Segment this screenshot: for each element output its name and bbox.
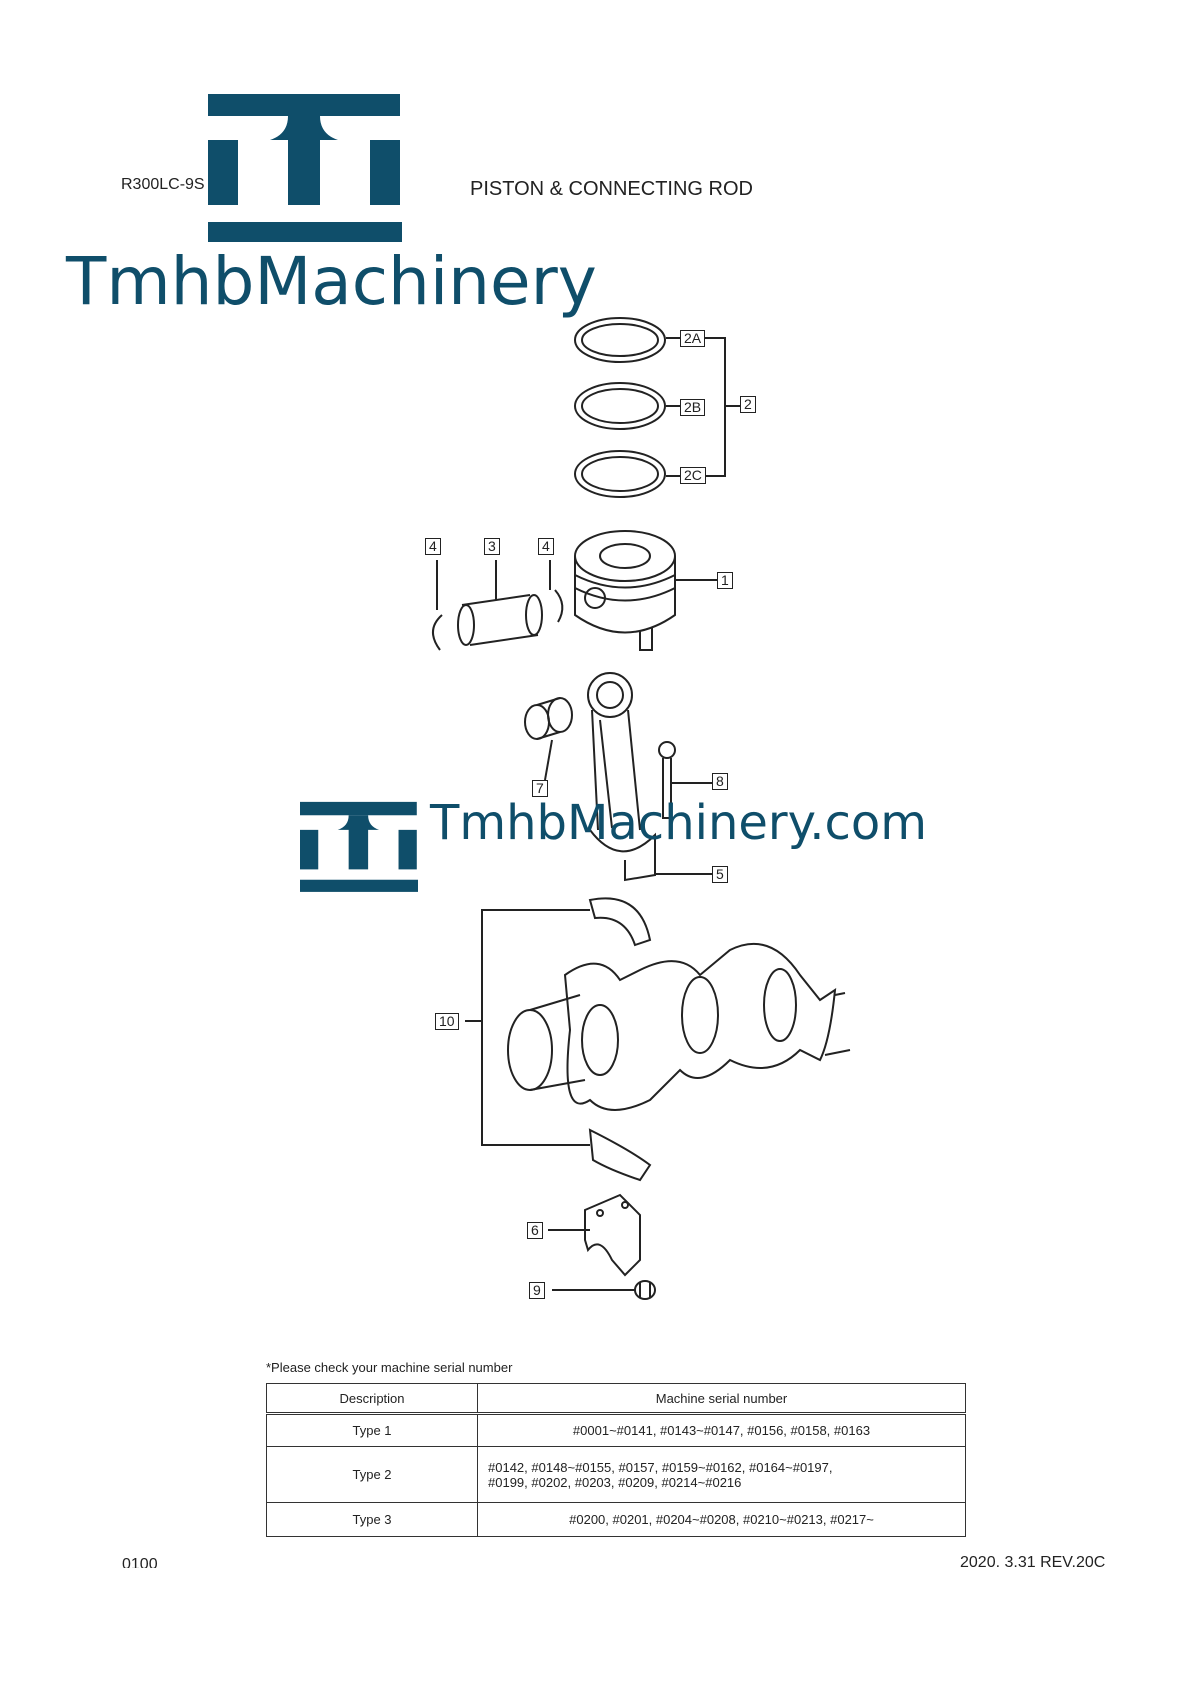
table-header-row: Description Machine serial number	[266, 1383, 966, 1415]
connecting-rod	[587, 672, 656, 882]
callout-2a: 2A	[680, 330, 706, 347]
watermark-logo-icon	[208, 94, 402, 249]
callout-4-left: 4	[425, 538, 441, 555]
exploded-parts-diagram	[432, 317, 851, 1300]
table-row: Type 3 #0200, #0201, #0204~#0208, #0210~…	[266, 1502, 966, 1537]
small-end-bushing	[524, 697, 573, 781]
cap-nut	[552, 1280, 656, 1300]
serial-line: #0199, #0202, #0203, #0209, #0214~#0216	[488, 1474, 742, 1490]
callout-7: 7	[532, 780, 548, 797]
row-description: Type 1	[266, 1413, 478, 1447]
model-number: R300LC-9S	[121, 176, 205, 193]
page-title: PISTON & CONNECTING ROD	[470, 178, 753, 200]
crankshaft	[507, 942, 851, 1111]
callout-2c: 2C	[680, 467, 706, 484]
snap-rings	[432, 560, 564, 651]
callout-8: 8	[712, 773, 728, 790]
header-serial: Machine serial number	[477, 1383, 966, 1415]
serial-note: *Please check your machine serial number	[266, 1360, 513, 1375]
header-description: Description	[266, 1383, 478, 1415]
piston-ring-2a	[574, 317, 666, 363]
piston	[574, 530, 720, 651]
watermark-site-text: TmhbMachinery.com	[430, 795, 927, 851]
table-row: Type 1 #0001~#0141, #0143~#0147, #0156, …	[266, 1413, 966, 1447]
bearing-cap	[548, 1193, 641, 1277]
serial-line: #0142, #0148~#0155, #0157, #0159~#0162, …	[488, 1459, 833, 1475]
revision-date: 2020. 3.31 REV.20C	[960, 1554, 1106, 1571]
callout-2: 2	[740, 396, 756, 413]
callout-4-right: 4	[538, 538, 554, 555]
callout-5: 5	[712, 866, 728, 883]
callout-6: 6	[527, 1222, 543, 1239]
piston-pin	[457, 560, 543, 646]
connecting-rod-bolt	[658, 741, 712, 819]
callout-3: 3	[484, 538, 500, 555]
row-description: Type 2	[266, 1446, 478, 1503]
callout-2b: 2B	[680, 399, 706, 416]
callout-10: 10	[435, 1013, 459, 1030]
callout-9: 9	[529, 1282, 545, 1299]
page-number: 0100	[122, 1556, 158, 1568]
callout-1: 1	[717, 572, 733, 589]
row-serial: #0142, #0148~#0155, #0157, #0159~#0162, …	[477, 1446, 966, 1503]
piston-ring-2c	[574, 450, 666, 498]
watermark-small-logo-icon	[300, 800, 418, 900]
row-serial: #0001~#0141, #0143~#0147, #0156, #0158, …	[477, 1413, 966, 1447]
table-row: Type 2 #0142, #0148~#0155, #0157, #0159~…	[266, 1446, 966, 1503]
watermark-brand-text: TmhbMachinery	[66, 243, 597, 320]
row-description: Type 3	[266, 1502, 478, 1537]
piston-ring-2b	[574, 382, 666, 430]
upper-bearing-shell	[588, 897, 652, 947]
lower-bearing-shell	[588, 1128, 652, 1182]
serial-number-table: Description Machine serial number Type 1…	[266, 1383, 966, 1537]
row-serial: #0200, #0201, #0204~#0208, #0210~#0213, …	[477, 1502, 966, 1537]
